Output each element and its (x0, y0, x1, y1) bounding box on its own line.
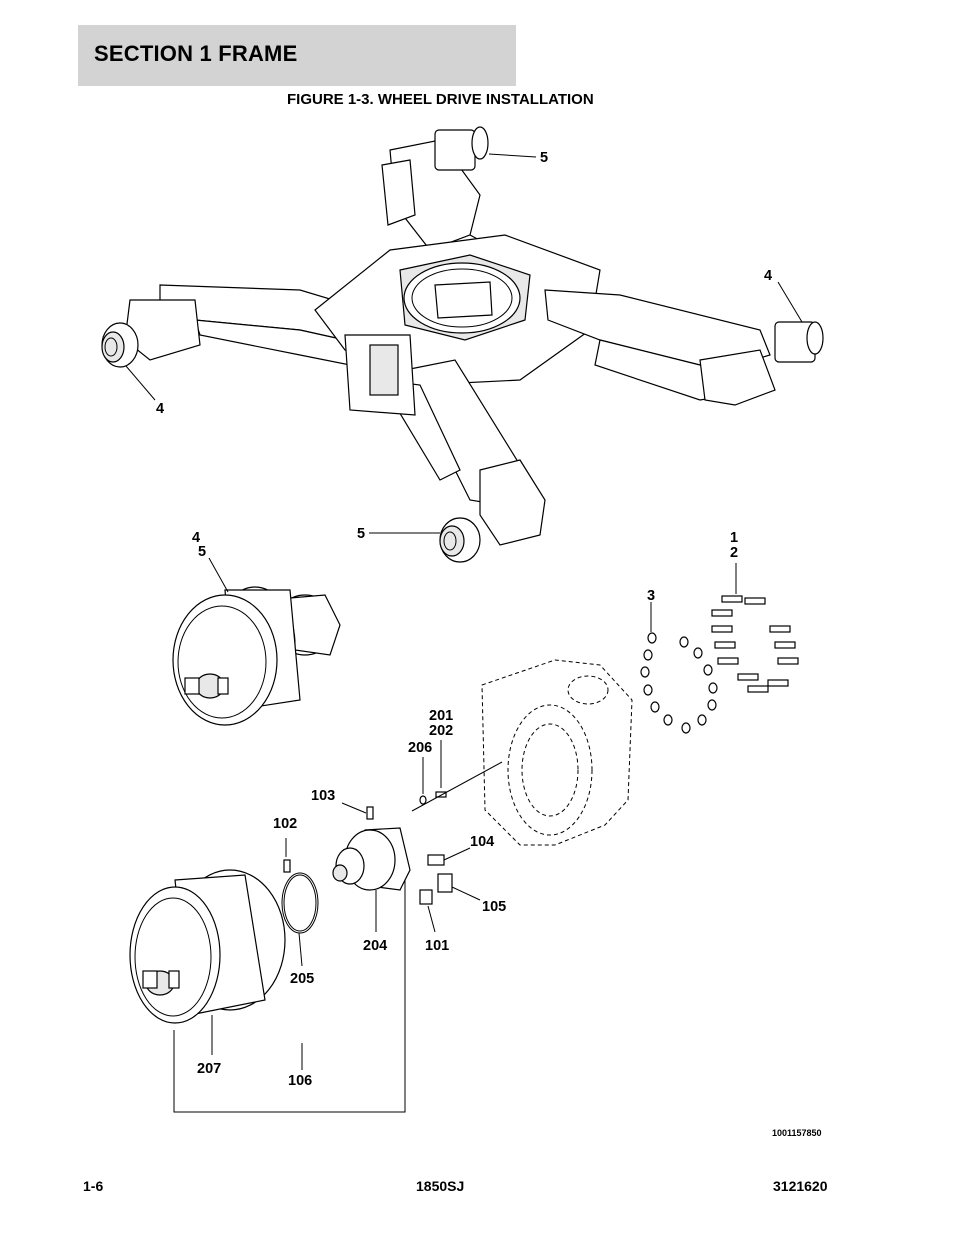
callout-205: 205 (290, 971, 314, 987)
spindle-housing (481, 659, 633, 846)
section-title: SECTION 1 FRAME (94, 41, 298, 66)
callout-103: 103 (311, 788, 335, 804)
fitting-101 (419, 889, 433, 905)
callout-4-right: 4 (764, 268, 772, 284)
chassis-hub-top (434, 126, 489, 171)
drawing-number: 1001157850 (772, 1128, 822, 1138)
fitting-104 (427, 854, 445, 866)
callout-101: 101 (425, 938, 449, 954)
callout-202: 202 (429, 723, 453, 739)
footer-model: 1850SJ (416, 1178, 465, 1194)
plug-102 (283, 859, 291, 873)
callout-1: 1 (730, 530, 738, 546)
chassis-hub-bottom (439, 517, 481, 563)
callout-204: 204 (363, 938, 387, 954)
callout-5-top: 5 (540, 150, 548, 166)
o-ring (281, 872, 319, 934)
figure-title: FIGURE 1-3. WHEEL DRIVE INSTALLATION (287, 91, 594, 108)
section-banner: SECTION 1 FRAME (78, 25, 516, 86)
callout-106: 106 (288, 1073, 312, 1089)
callout-105: 105 (482, 899, 506, 915)
screw-201-202 (435, 791, 447, 798)
wheel-drive-assembly-upper (172, 586, 341, 726)
hydraulic-motor (332, 806, 411, 891)
fitting-105 (437, 873, 453, 893)
chassis-hub-right (774, 321, 824, 363)
chassis-frame (124, 139, 776, 546)
torque-hub (129, 869, 286, 1024)
footer-page-number: 1-6 (83, 1178, 104, 1194)
callout-4-left: 4 (156, 401, 164, 417)
callout-104: 104 (470, 834, 494, 850)
callout-2: 2 (730, 545, 738, 561)
washer-ring (640, 632, 718, 734)
callout-201: 201 (429, 708, 453, 724)
callout-102: 102 (273, 816, 297, 832)
bolt-set (711, 595, 799, 693)
callout-5-assembly: 5 (198, 544, 206, 560)
washer-206 (419, 795, 427, 805)
callout-5-bottom: 5 (357, 526, 365, 542)
callout-3: 3 (647, 588, 655, 604)
chassis-hub-left (101, 322, 139, 368)
callout-207: 207 (197, 1061, 221, 1077)
callout-4-assembly: 4 (192, 530, 200, 546)
callout-206: 206 (408, 740, 432, 756)
footer-manual-number: 3121620 (773, 1178, 828, 1194)
